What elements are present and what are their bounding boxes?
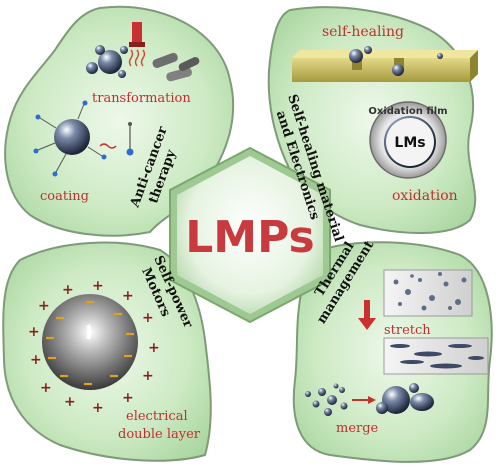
svg-text:+: + xyxy=(62,282,74,298)
label-double-layer: double layer xyxy=(118,427,201,442)
label-self-healing: self-healing xyxy=(322,24,404,40)
svg-text:+: + xyxy=(142,368,154,384)
label-transformation: transformation xyxy=(92,91,191,106)
negative-charges xyxy=(46,300,134,386)
svg-text:+: + xyxy=(92,278,104,294)
svg-text:+: + xyxy=(142,310,154,326)
label-oxidation-film: Oxidation film xyxy=(368,106,447,117)
coated-sphere xyxy=(33,100,107,177)
center-hexagon xyxy=(177,156,323,314)
laser-icon xyxy=(128,22,146,67)
svg-text:+: + xyxy=(64,394,76,410)
svg-text:+: + xyxy=(122,390,134,406)
svg-text:+: + xyxy=(148,340,160,356)
oxidation-sphere xyxy=(369,101,447,179)
wavy-arrow-icon xyxy=(99,143,117,149)
rod-particles xyxy=(152,52,200,82)
edl-sphere xyxy=(42,294,138,390)
svg-text:+: + xyxy=(40,380,52,396)
center-label: LMPs xyxy=(185,212,315,263)
label-stretch: stretch xyxy=(384,323,431,338)
label-oxidation: oxidation xyxy=(392,188,458,204)
label-lms: LMs xyxy=(394,135,425,151)
svg-text:+: + xyxy=(38,298,50,314)
label-coating: coating xyxy=(40,189,89,204)
svg-text:+: + xyxy=(30,352,42,368)
merge-droplets-after xyxy=(376,383,434,414)
ligand-icon xyxy=(126,122,134,156)
stretch-arrow-icon xyxy=(358,300,376,330)
merge-arrow-icon xyxy=(352,396,376,404)
sphere-cluster xyxy=(86,45,128,78)
svg-text:+: + xyxy=(28,324,40,340)
label-electrical: electrical xyxy=(126,409,188,424)
healing-droplets xyxy=(349,46,443,76)
positive-charges: + + + + + + + + + + + + + xyxy=(28,278,160,416)
stretched-strip xyxy=(383,337,489,375)
leaf-top-left xyxy=(4,5,235,237)
unstretched-strip xyxy=(383,269,473,317)
self-healing-plank xyxy=(292,50,478,82)
merge-droplets-before xyxy=(305,383,348,416)
label-merge: merge xyxy=(336,421,379,436)
svg-text:+: + xyxy=(122,288,134,304)
svg-text:+: + xyxy=(92,400,104,416)
